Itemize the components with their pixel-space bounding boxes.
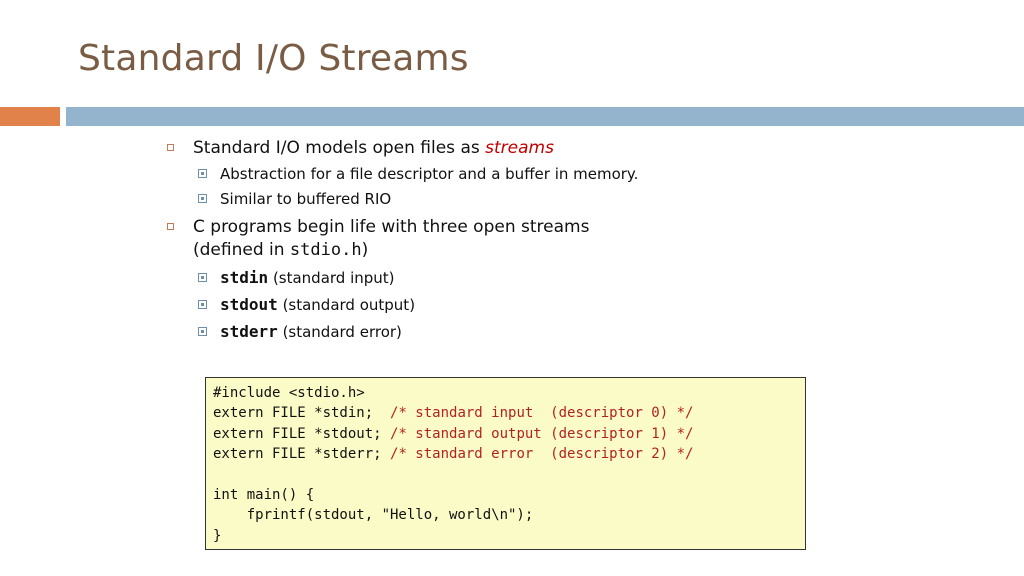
- code-main-open: int main() {: [213, 487, 315, 504]
- emphasis-text: streams: [485, 138, 554, 158]
- stream-name: stdin: [220, 268, 269, 287]
- code-block: #include <stdio.h> extern FILE *stdin; /…: [205, 377, 806, 550]
- code-comment: /* standard output (descriptor 1) */: [390, 425, 694, 442]
- bullet-streams-model: Standard I/O models open files as stream…: [166, 137, 866, 160]
- sub-bullet-stderr: stderr (standard error): [166, 321, 866, 343]
- bullet-text: Standard I/O models open files as: [193, 138, 486, 158]
- sub-bullet-stdout: stdout (standard output): [166, 294, 866, 316]
- bullet-list: Standard I/O models open files as stream…: [166, 133, 866, 343]
- sub-bullet-stdin: stdin (standard input): [166, 267, 866, 289]
- code-comment: /* standard input (descriptor 0) */: [390, 405, 694, 422]
- hollow-square-bullet-icon: [167, 223, 174, 230]
- filled-square-bullet-icon: [198, 194, 207, 203]
- bullet-three-streams: C programs begin life with three open st…: [166, 216, 866, 262]
- stream-desc: (standard input): [268, 269, 395, 287]
- code-line-include: #include <stdio.h>: [213, 385, 365, 401]
- bullet-text: C programs begin life with three open st…: [193, 217, 590, 237]
- stream-name: stderr: [220, 322, 278, 341]
- sub-bullet-text: Abstraction for a file descriptor and a …: [220, 165, 639, 183]
- sub-bullet-rio: Similar to buffered RIO: [166, 188, 866, 210]
- filled-square-bullet-icon: [198, 273, 207, 282]
- bullet-text-close: ): [361, 240, 369, 260]
- code-decl-stdout: extern FILE *stdout;: [213, 425, 391, 442]
- slide-title: Standard I/O Streams: [78, 38, 469, 79]
- code-comment: /* standard error (descriptor 2) */: [390, 446, 694, 463]
- hollow-square-bullet-icon: [167, 144, 174, 151]
- filled-square-bullet-icon: [198, 300, 207, 309]
- header-filename: stdio.h: [289, 240, 362, 260]
- sub-bullet-text: Similar to buffered RIO: [220, 190, 392, 208]
- code-main-body: fprintf(stdout, "Hello, world\n");: [213, 507, 534, 524]
- accent-bar-orange: [0, 107, 60, 126]
- filled-square-bullet-icon: [198, 327, 207, 336]
- code-decl-stdin: extern FILE *stdin;: [213, 405, 391, 422]
- filled-square-bullet-icon: [198, 169, 207, 178]
- stream-desc: (standard error): [277, 323, 402, 341]
- stream-name: stdout: [220, 295, 278, 314]
- stream-desc: (standard output): [277, 296, 416, 314]
- code-decl-stderr: extern FILE *stderr;: [213, 446, 391, 463]
- bullet-text-line2: (defined in: [193, 240, 290, 260]
- sub-bullet-abstraction: Abstraction for a file descriptor and a …: [166, 163, 866, 185]
- accent-bar-blue: [66, 107, 1024, 126]
- code-main-close: }: [213, 527, 222, 544]
